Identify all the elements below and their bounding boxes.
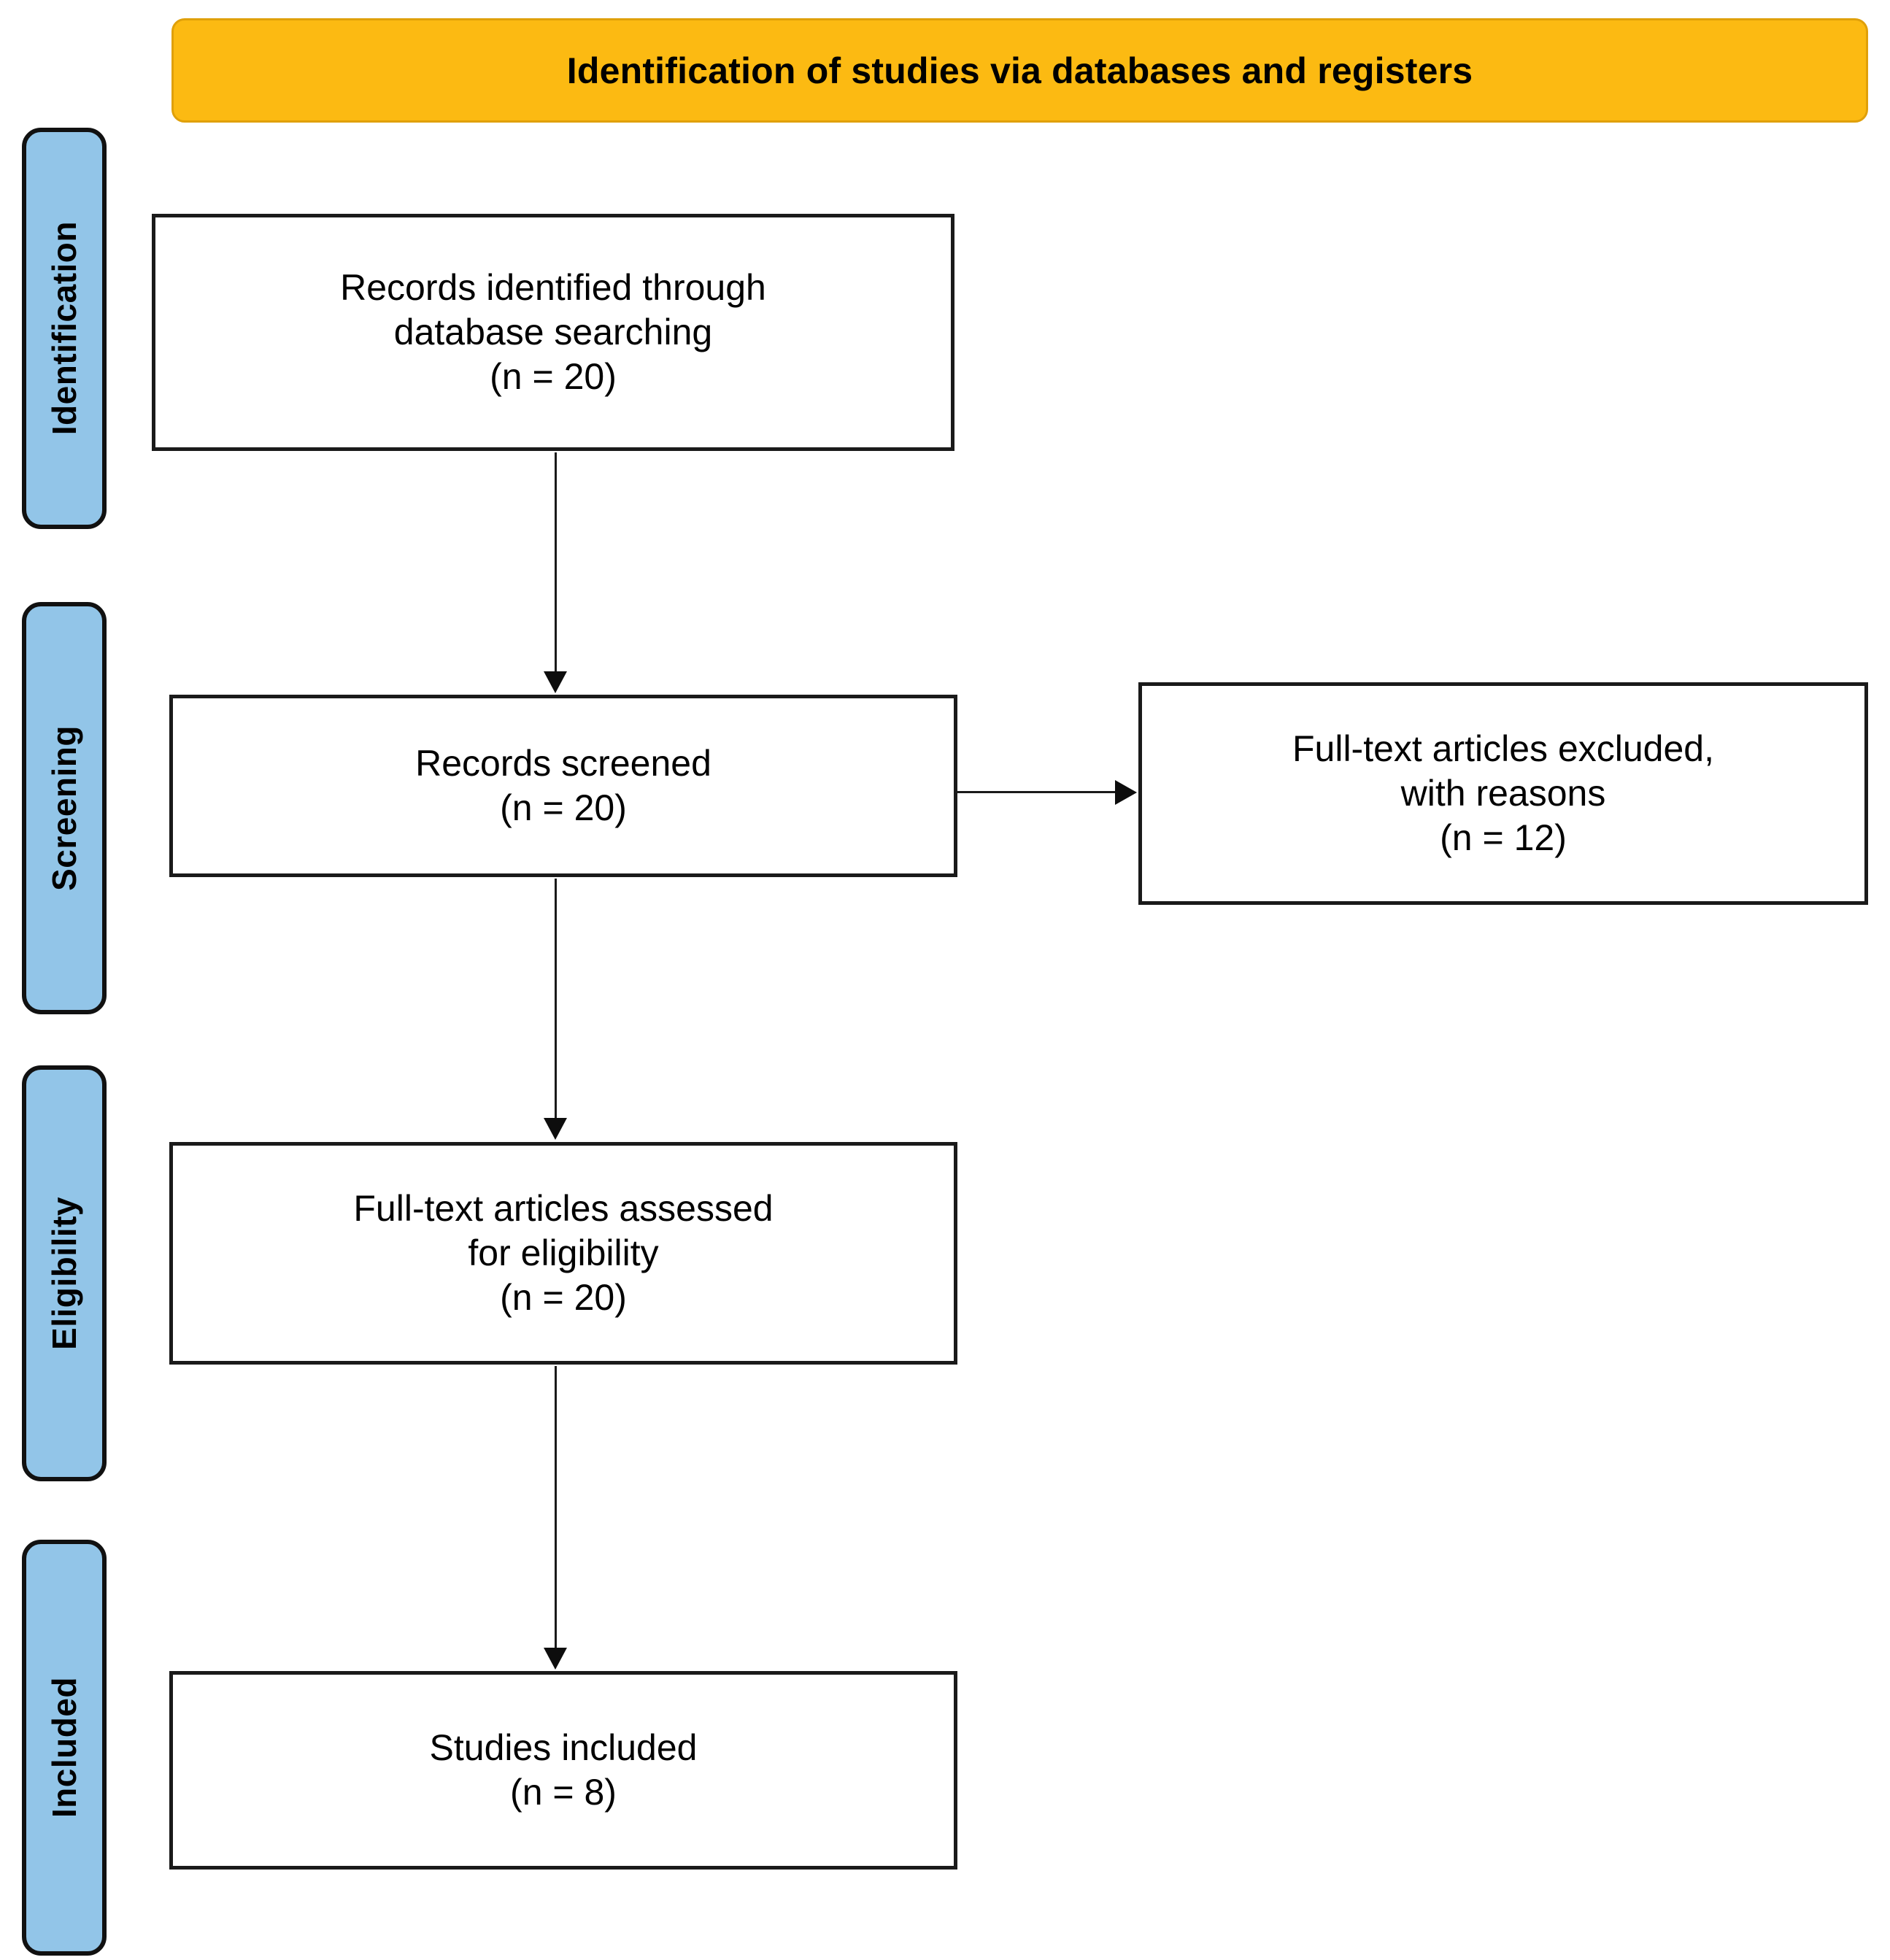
- arrow-screened-to-assessed: [555, 879, 557, 1119]
- identification-banner: Identification of studies via databases …: [171, 18, 1868, 123]
- box-text-count: (n = 20): [500, 1277, 627, 1318]
- box-text-line: for eligibility: [468, 1232, 659, 1273]
- arrow-identified-to-screened: [555, 452, 557, 673]
- box-articles-excluded: Full-text articles excluded, with reason…: [1138, 682, 1868, 905]
- box-records-screened: Records screened (n = 20): [169, 695, 957, 877]
- banner-title: Identification of studies via databases …: [566, 50, 1473, 91]
- arrow-head-down-icon: [544, 1648, 567, 1670]
- box-text-line: database searching: [393, 312, 713, 352]
- box-articles-assessed: Full-text articles assessed for eligibil…: [169, 1142, 957, 1365]
- arrow-assessed-to-included: [555, 1366, 557, 1651]
- box-text-line: Full-text articles excluded,: [1292, 728, 1714, 769]
- phase-label-text: Included: [45, 1677, 83, 1818]
- box-text-count: (n = 8): [510, 1772, 617, 1813]
- box-text-line: Records identified through: [340, 267, 766, 308]
- phase-label-identification: Identification: [22, 128, 107, 529]
- arrow-head-down-icon: [544, 671, 567, 693]
- phase-label-included: Included: [22, 1540, 107, 1956]
- arrow-head-right-icon: [1115, 780, 1137, 805]
- phase-label-eligibility: Eligibility: [22, 1065, 107, 1481]
- phase-label-text: Screening: [45, 725, 83, 891]
- box-text-line: with reasons: [1400, 773, 1606, 814]
- phase-label-text: Identification: [45, 221, 83, 436]
- box-text-line: Studies included: [429, 1727, 698, 1768]
- box-text-line: Records screened: [415, 743, 711, 784]
- box-text-line: Full-text articles assessed: [353, 1188, 774, 1229]
- box-studies-included: Studies included (n = 8): [169, 1671, 957, 1870]
- phase-label-screening: Screening: [22, 602, 107, 1014]
- box-records-identified: Records identified through database sear…: [152, 214, 954, 451]
- phase-label-text: Eligibility: [45, 1197, 83, 1350]
- box-text-count: (n = 20): [500, 787, 627, 828]
- box-text-count: (n = 20): [490, 356, 617, 397]
- box-text-count: (n = 12): [1440, 817, 1567, 858]
- arrow-head-down-icon: [544, 1118, 567, 1140]
- arrow-screened-to-excluded: [957, 791, 1116, 793]
